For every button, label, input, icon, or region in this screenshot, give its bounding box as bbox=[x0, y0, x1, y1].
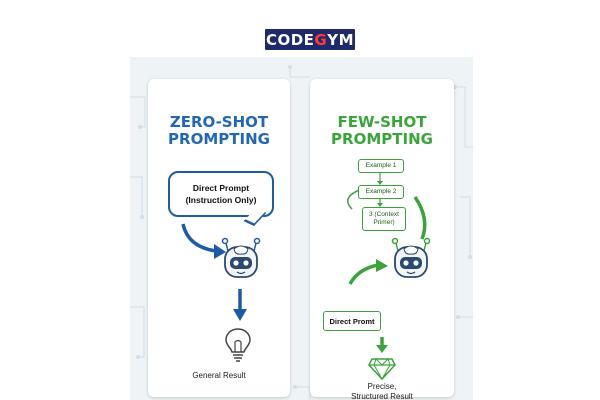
down-arrow-head bbox=[233, 309, 247, 321]
bubble-line2: (Instruction Only) bbox=[185, 195, 257, 205]
logo-text-tail: YM bbox=[327, 30, 355, 49]
diagram-board: ZERO-SHOT PROMPTING Direct Prompt (Instr… bbox=[130, 57, 473, 400]
prompt-arrow-head bbox=[376, 259, 388, 272]
zero-shot-result-label: General Result bbox=[192, 371, 246, 380]
zero-shot-card: ZERO-SHOT PROMPTING Direct Prompt (Instr… bbox=[148, 79, 290, 397]
circuit-background bbox=[130, 65, 473, 400]
zero-shot-arrows bbox=[181, 223, 247, 321]
example-1-box: Example 1 bbox=[358, 159, 404, 173]
zero-shot-title-line1: ZERO-SHOT bbox=[169, 113, 269, 131]
bubble-line1: Direct Prompt bbox=[192, 183, 250, 193]
few-shot-card: FEW-SHOT PROMPTING Example 1 Example 2 3… bbox=[310, 79, 454, 400]
diamond-icon bbox=[368, 358, 396, 381]
robot-icon bbox=[221, 237, 261, 278]
few-shot-title-line1: FEW-SHOT bbox=[337, 113, 427, 131]
context-arrow bbox=[413, 196, 427, 240]
robot-icon bbox=[391, 237, 431, 278]
few-shot-result-line1: Precise, bbox=[367, 382, 397, 391]
example-2-box: Example 2 bbox=[358, 185, 404, 199]
few-shot-title-line2: PROMPTING bbox=[331, 130, 433, 148]
zero-shot-title-line2: PROMPTING bbox=[168, 130, 270, 148]
down-arrow-head bbox=[376, 345, 388, 353]
few-shot-title: FEW-SHOT PROMPTING bbox=[310, 114, 454, 148]
few-shot-connectors bbox=[347, 171, 427, 353]
direct-prompt-box: Direct Promt bbox=[323, 311, 381, 331]
lightbulb-icon bbox=[225, 328, 251, 362]
prompt-arrow bbox=[348, 263, 379, 285]
logo-text-main: CODE bbox=[265, 30, 315, 49]
example-3-box: 3 (Context Primer) bbox=[362, 207, 406, 231]
logo-text-accent: G bbox=[314, 30, 328, 49]
curved-arrow bbox=[181, 223, 217, 253]
few-shot-result-line2: Structured Result bbox=[351, 392, 413, 400]
direct-prompt-bubble: Direct Prompt (Instruction Only) bbox=[168, 171, 274, 226]
curved-arrow-head bbox=[214, 244, 226, 259]
zero-shot-title: ZERO-SHOT PROMPTING bbox=[148, 114, 290, 148]
